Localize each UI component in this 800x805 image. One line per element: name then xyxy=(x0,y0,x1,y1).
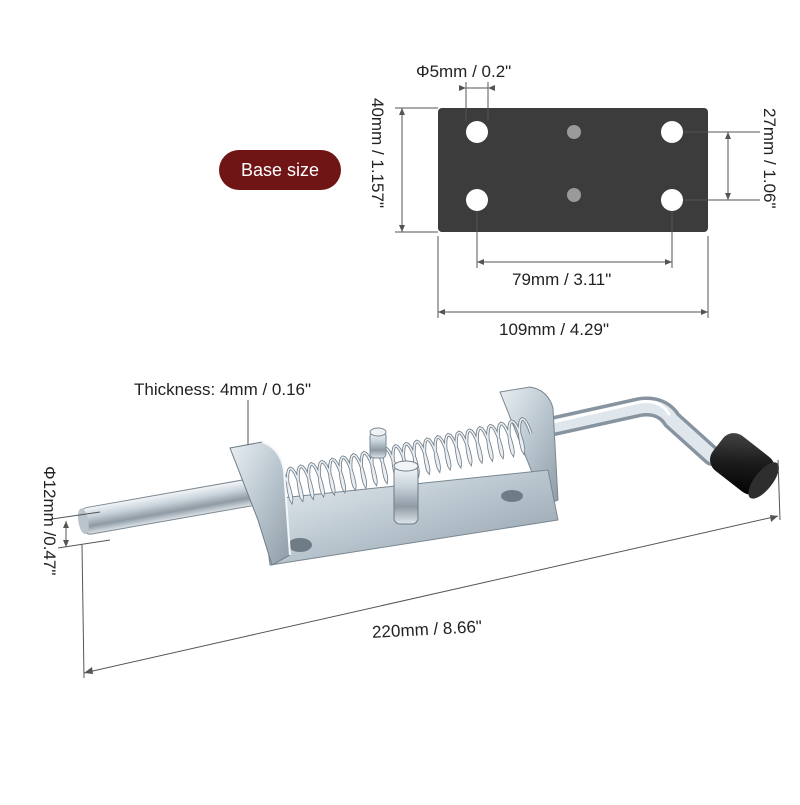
compression-spring xyxy=(275,417,533,508)
latch-dimension-arrows xyxy=(63,515,778,674)
mount-hole xyxy=(466,189,488,211)
plate-height-label: 40mm / 1.157" xyxy=(368,98,387,208)
plate-width-label: 109mm / 4.29" xyxy=(499,320,609,339)
base-size-label: Base size xyxy=(240,159,320,180)
hole-diameter-label: Φ5mm / 0.2" xyxy=(416,62,512,81)
guide-pin xyxy=(369,427,387,459)
mount-hole xyxy=(661,121,683,143)
hole-spacing-horizontal-label: 79mm / 3.11" xyxy=(512,270,612,289)
rubber-grip xyxy=(710,433,779,499)
mount-hole xyxy=(661,189,683,211)
base-size-badge: Base size xyxy=(219,150,341,190)
mount-hole xyxy=(466,121,488,143)
hole-spacing-vertical-label: 27mm / 1.06" xyxy=(760,108,779,209)
plate-dimension-lines xyxy=(395,82,760,318)
locking-pin xyxy=(393,460,419,525)
base-plate xyxy=(438,108,708,232)
bracket-hole xyxy=(288,538,312,552)
bracket-edge-highlight xyxy=(261,441,291,556)
plate-body xyxy=(438,108,708,232)
plate-dimension-arrows xyxy=(399,85,731,315)
center-hole xyxy=(567,125,581,139)
center-hole xyxy=(567,188,581,202)
handle-rod xyxy=(538,400,719,463)
rod-diameter-label: Φ12mm /0.47" xyxy=(40,466,59,576)
thickness-label: Thickness: 4mm / 0.16" xyxy=(134,380,312,399)
handle-rod-highlight xyxy=(546,400,671,425)
spring-coils xyxy=(276,417,532,506)
spring-latch xyxy=(77,386,779,566)
bracket-hole xyxy=(501,490,523,502)
